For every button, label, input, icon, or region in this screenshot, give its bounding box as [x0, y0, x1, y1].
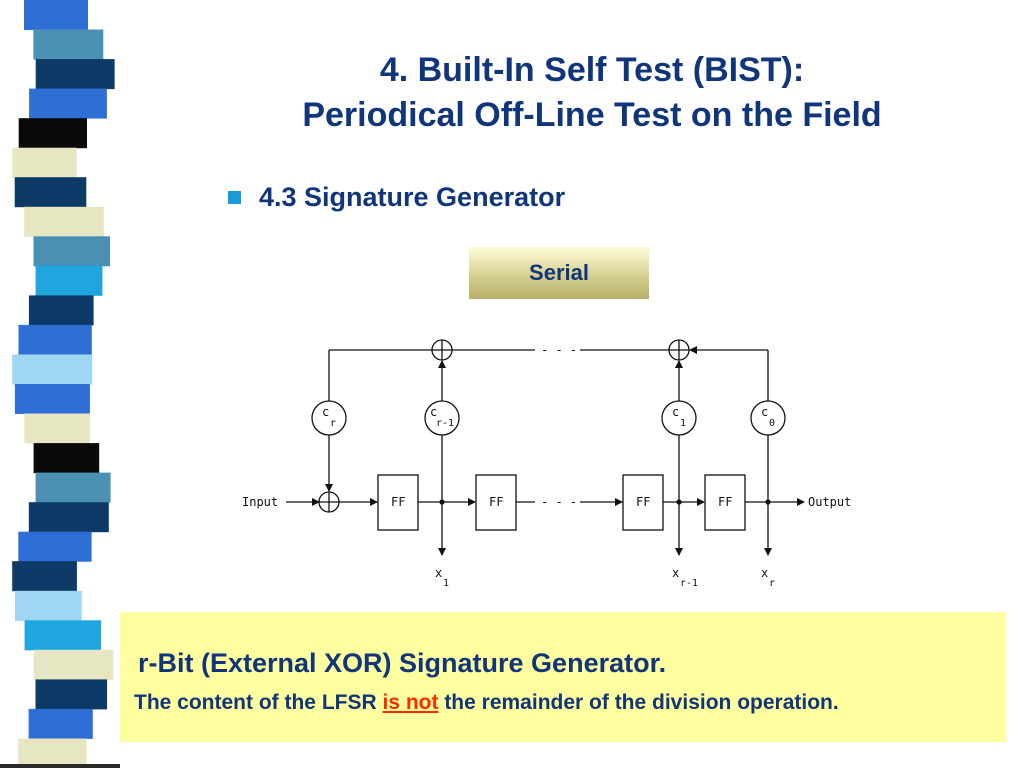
stripe-segment	[28, 295, 94, 326]
input-label: Input	[242, 495, 278, 509]
stripe-segment	[24, 413, 90, 444]
stripe-segment	[24, 620, 102, 651]
flip-flop-r-1	[622, 474, 664, 531]
stripe-segment	[28, 708, 93, 739]
tap-xr-1-x: x	[672, 566, 679, 580]
tap-x1-sub: 1	[443, 578, 449, 589]
note-box: r-Bit (External XOR) Signature Generator…	[120, 612, 1006, 742]
square-bullet-icon	[228, 191, 241, 204]
ellipsis-middle: - - -	[541, 495, 577, 509]
note-text-after: the remainder of the division operation.	[438, 691, 839, 714]
stripe-segment	[18, 531, 92, 562]
coef-c0-sub: 0	[769, 418, 775, 429]
stripe-segment	[12, 354, 93, 385]
stripe-segment	[28, 502, 109, 533]
stripe-segment	[33, 29, 104, 60]
stripe-segment	[33, 236, 110, 267]
coef-cr-c: c	[322, 405, 329, 419]
tap-xr-sub: r	[769, 578, 775, 589]
stripe-segment	[35, 472, 111, 503]
stripe-segment	[29, 88, 107, 119]
note-text: The content of the LFSR is not the remai…	[134, 691, 839, 715]
stripe-segment	[33, 443, 100, 474]
ellipsis-top: - - -	[541, 343, 577, 357]
stripe-segment	[24, 206, 104, 237]
coef-cr-sub: r	[330, 418, 336, 429]
ff2-label: FF	[489, 495, 503, 509]
serial-mode-label: Serial	[469, 247, 649, 299]
ff1-label: FF	[391, 495, 405, 509]
stripe-segment	[35, 679, 108, 710]
stripe-segment	[33, 649, 114, 680]
coef-cr-1-sub: r-1	[436, 418, 454, 429]
ff4-label: FF	[718, 495, 732, 509]
tap-xr-1-sub: r-1	[680, 578, 698, 589]
stripe-segment	[18, 118, 88, 149]
slide-title-line-2: Periodical Off-Line Test on the Field	[302, 96, 882, 134]
coef-c1-c: c	[672, 405, 679, 419]
tap-x1-x: x	[435, 566, 442, 580]
flip-flop-r	[704, 474, 746, 531]
note-heading: r-Bit (External XOR) Signature Generator…	[138, 648, 667, 678]
stripe-segment	[12, 561, 77, 592]
slide-title-line-1: 4. Built-In Self Test (BIST):	[379, 51, 805, 89]
coef-c0-c: c	[761, 405, 768, 419]
stripe-base	[0, 764, 120, 768]
serial-mode-text: Serial	[529, 260, 589, 285]
coef-cr-1-c: c	[430, 405, 437, 419]
section-heading: 4.3 Signature Generator	[228, 182, 565, 213]
note-emphasis: is not	[382, 691, 439, 714]
stripe-segment	[18, 738, 87, 768]
stripe-segment	[14, 384, 90, 414]
stripe-segment	[24, 0, 88, 30]
stripe-segment	[35, 265, 103, 296]
ff3-label: FF	[636, 495, 650, 509]
output-label: Output	[808, 495, 851, 509]
flip-flop-1	[377, 474, 419, 531]
note-text-before: The content of the LFSR	[134, 691, 383, 714]
coef-c1-sub: 1	[680, 418, 686, 429]
lfsr-signature-generator-diagram: Input Output FF FF FF FF - - - - - - c r…	[242, 339, 851, 589]
stripe-segment	[35, 59, 115, 90]
section-heading-text: 4.3 Signature Generator	[259, 182, 566, 212]
stripe-segment	[15, 590, 82, 621]
stripe-segment	[18, 324, 92, 355]
stripe-segment	[12, 147, 77, 178]
decorative-stripe	[0, 0, 120, 768]
stripe-segment	[14, 177, 87, 208]
flip-flop-2	[475, 474, 517, 531]
tap-xr-x: x	[761, 566, 768, 580]
